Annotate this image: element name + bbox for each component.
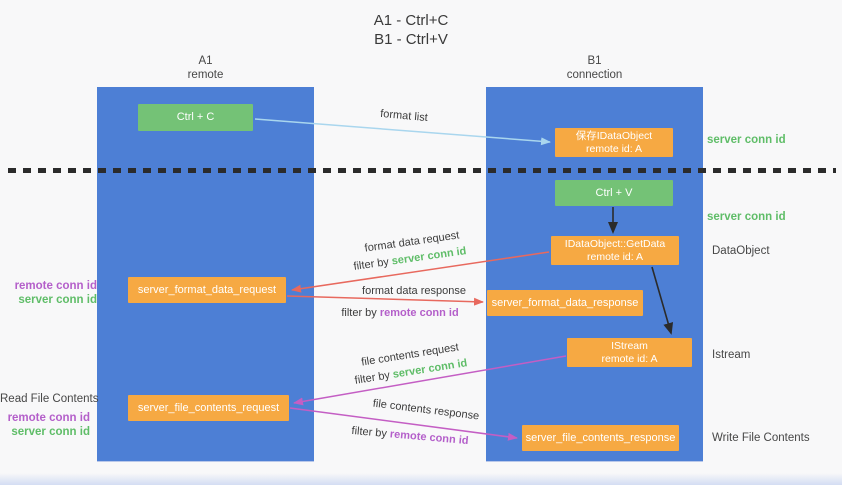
- annotation-file-remote-conn-id: remote conn id: [7, 412, 90, 424]
- node-save-idataobject: 保存IDataObject remote id: A: [555, 128, 673, 157]
- node-server-file-contents-response: server_file_contents_response: [522, 425, 679, 451]
- annotation-file-server-conn-id: server conn id: [11, 426, 90, 438]
- label-file-contents-response: file contents response: [372, 397, 480, 423]
- node-istream-line1: IStream: [611, 339, 648, 352]
- node-idataobject-getdata-line1: IDataObject::GetData: [564, 237, 666, 250]
- node-ctrl-v: Ctrl + V: [555, 180, 673, 206]
- node-idataobject-getdata-line2: remote id: A: [586, 250, 644, 263]
- filter-by-text: filter by: [341, 307, 380, 319]
- node-server-file-contents-request-label: server_file_contents_request: [137, 401, 280, 414]
- node-server-format-data-response-label: server_format_data_response: [491, 296, 639, 309]
- node-ctrl-v-label: Ctrl + V: [595, 186, 633, 199]
- annotation-write-file-contents: Write File Contents: [712, 432, 810, 444]
- annotation-file-conn-ids: remote conn id server conn id: [0, 411, 90, 439]
- filter-by-text: filter by: [353, 368, 394, 387]
- node-istream: IStream remote id: A: [567, 338, 692, 367]
- node-istream-line2: remote id: A: [601, 352, 658, 365]
- filter-value-remote-conn-id: remote conn id: [379, 307, 459, 319]
- phase-separator-dotted-line: [8, 168, 836, 173]
- node-save-idataobject-line1: 保存IDataObject: [575, 129, 653, 142]
- filter-value-remote-conn-id: remote conn id: [389, 428, 469, 448]
- annotation-format-server-conn-id: server conn id: [18, 294, 97, 306]
- column-header-a1: A1 remote: [97, 54, 314, 82]
- node-server-format-data-request: server_format_data_request: [128, 277, 286, 303]
- annotation-server-conn-id-top: server conn id: [707, 134, 786, 146]
- annotation-istream: Istream: [712, 349, 751, 361]
- annotation-dataobject: DataObject: [712, 245, 770, 257]
- column-a1-name: A1: [198, 55, 213, 67]
- node-server-format-data-response: server_format_data_response: [487, 290, 643, 316]
- node-server-format-data-request-label: server_format_data_request: [137, 283, 277, 296]
- node-ctrl-c-label: Ctrl + C: [176, 111, 215, 123]
- label-format-data-response: format data response: [362, 285, 466, 297]
- label-format-list: format list: [379, 107, 429, 125]
- column-header-b1: B1 connection: [486, 54, 703, 82]
- node-server-file-contents-response-label: server_file_contents_response: [525, 431, 676, 444]
- filter-by-text: filter by: [351, 424, 391, 441]
- node-idataobject-getdata: IDataObject::GetData remote id: A: [551, 236, 679, 265]
- title-line-1: A1 - Ctrl+C: [373, 12, 449, 29]
- annotation-format-conn-ids: remote conn id server conn id: [0, 279, 97, 307]
- node-ctrl-c: Ctrl + C: [138, 104, 253, 131]
- column-b1-name: B1: [587, 55, 602, 67]
- node-save-idataobject-line2: remote id: A: [585, 142, 643, 155]
- annotation-read-file-contents: Read File Contents: [0, 393, 99, 405]
- column-b1-role: connection: [566, 69, 623, 81]
- bottom-edge-fade: [0, 473, 842, 485]
- node-server-file-contents-request: server_file_contents_request: [128, 395, 289, 421]
- diagram-title: A1 - Ctrl+C B1 - Ctrl+V: [0, 11, 822, 49]
- title-line-2: B1 - Ctrl+V: [374, 31, 448, 48]
- label-file-contents-response-filter: filter by remote conn id: [351, 425, 469, 447]
- filter-by-text: filter by: [352, 255, 393, 273]
- annotation-format-remote-conn-id: remote conn id: [14, 280, 97, 292]
- label-format-data-response-filter: filter by remote conn id: [341, 307, 458, 319]
- annotation-server-conn-id-mid: server conn id: [707, 211, 786, 223]
- column-a1-role: remote: [187, 69, 224, 81]
